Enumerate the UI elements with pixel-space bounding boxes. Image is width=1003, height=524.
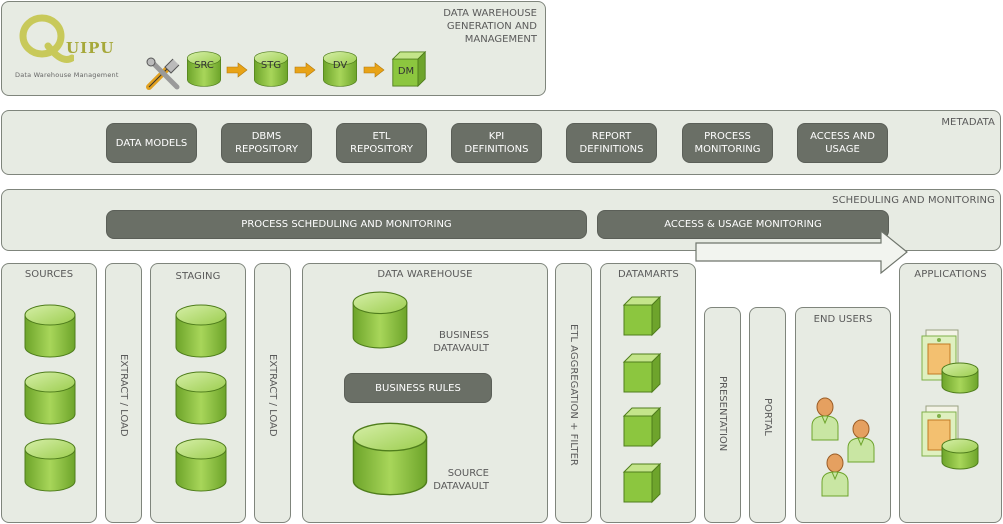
header-title-line3: MANAGEMENT — [464, 34, 537, 45]
datamart-cube-icon — [622, 462, 662, 504]
source-datavault-line2: DATAVAULT — [433, 481, 489, 492]
extract-load-label: EXTRACT / LOAD — [267, 354, 278, 437]
header-title-line1: DATA WAREHOUSE — [443, 8, 537, 19]
metadata-item-label: DEFINITIONS — [464, 144, 529, 155]
metadata-item-label: REPORT — [591, 131, 632, 142]
metadata-access-and-usage[interactable]: ACCESS AND USAGE — [797, 123, 888, 163]
flow-dm-label: DM — [397, 66, 415, 77]
flow-stg: STG — [253, 51, 289, 87]
datamart-cube-icon — [622, 295, 662, 337]
metadata-item-label: REPOSITORY — [235, 144, 298, 155]
flow-src-label: SRC — [194, 60, 214, 71]
applications-label: APPLICATIONS — [914, 269, 987, 280]
quipu-logo-icon — [19, 14, 74, 63]
metadata-process-monitoring[interactable]: PROCESS MONITORING — [682, 123, 773, 163]
business-datavault-label: BUSINESS DATAVAULT — [433, 329, 489, 355]
arrow-icon — [294, 62, 316, 78]
portal-panel: PORTAL — [749, 307, 786, 523]
arrow-icon — [363, 62, 385, 78]
metadata-dbms-repository[interactable]: DBMS REPOSITORY — [221, 123, 312, 163]
etl-aggregation-label: ETL AGGREGATION + FILTER — [568, 324, 579, 466]
metadata-item-label: DEFINITIONS — [579, 144, 644, 155]
business-datavault-line2: DATAVAULT — [433, 343, 489, 354]
sources-label: SOURCES — [24, 269, 74, 280]
business-datavault-database-icon — [352, 291, 408, 349]
metadata-item-label: USAGE — [825, 144, 860, 155]
source-datavault-database-icon — [352, 422, 428, 496]
staging-database-icon — [175, 371, 227, 425]
source-datavault-label: SOURCE DATAVAULT — [433, 467, 489, 493]
staging-database-icon — [175, 304, 227, 358]
metadata-label: METADATA — [941, 117, 995, 128]
etl-aggregation-panel: ETL AGGREGATION + FILTER — [555, 263, 592, 523]
metadata-item-label: DBMS — [251, 131, 282, 142]
application-icon — [920, 328, 980, 394]
header-title-line2: GENERATION AND — [446, 21, 537, 32]
portal-label: PORTAL — [762, 398, 773, 436]
flow-src: SRC — [186, 51, 222, 87]
metadata-data-models[interactable]: DATA MODELS — [106, 123, 197, 163]
logo-subtitle: Data Warehouse Management — [15, 71, 119, 79]
flow-dv-label: DV — [332, 60, 348, 71]
data-warehouse-label: DATA WAREHOUSE — [377, 269, 473, 280]
flow-stg-label: STG — [260, 60, 282, 71]
staging-label: STAGING — [175, 271, 221, 282]
tools-icon — [146, 57, 180, 90]
metadata-item-label: PROCESS — [704, 131, 751, 142]
metadata-item-label: MONITORING — [694, 144, 761, 155]
end-users-label: END USERS — [813, 314, 873, 325]
source-database-icon — [24, 371, 76, 425]
source-database-icon — [24, 304, 76, 358]
process-scheduling-box[interactable]: PROCESS SCHEDULING AND MONITORING — [106, 210, 587, 239]
end-user-icon — [820, 452, 850, 498]
metadata-item-label: REPOSITORY — [350, 144, 413, 155]
arrow-icon — [226, 62, 248, 78]
applications-panel: APPLICATIONS — [899, 263, 1002, 523]
staging-database-icon — [175, 438, 227, 492]
header-title: DATA WAREHOUSE GENERATION AND MANAGEMENT — [443, 7, 537, 46]
metadata-item-label: KPI — [488, 131, 505, 142]
source-database-icon — [24, 438, 76, 492]
metadata-item-label: DATA MODELS — [115, 137, 188, 149]
presentation-panel: PRESENTATION — [704, 307, 741, 523]
header-panel: UIPU Data Warehouse Management SRC STG D… — [1, 1, 546, 96]
metadata-kpi-definitions[interactable]: KPI DEFINITIONS — [451, 123, 542, 163]
metadata-report-definitions[interactable]: REPORT DEFINITIONS — [566, 123, 657, 163]
metadata-item-label: ACCESS AND — [810, 131, 875, 142]
business-rules-box[interactable]: BUSINESS RULES — [344, 373, 492, 403]
datamart-cube-icon — [622, 406, 662, 448]
metadata-item-label: ETL — [372, 131, 391, 142]
presentation-label: PRESENTATION — [717, 376, 728, 452]
flow-dm: DM — [391, 50, 427, 88]
datamarts-to-applications-arrow-icon — [695, 229, 908, 275]
access-usage-monitoring-box[interactable]: ACCESS & USAGE MONITORING — [597, 210, 889, 239]
end-user-icon — [810, 396, 840, 442]
extract-load-panel-2: EXTRACT / LOAD — [254, 263, 291, 523]
source-datavault-line1: SOURCE — [447, 468, 489, 479]
flow-dv: DV — [322, 51, 358, 87]
application-icon — [920, 404, 980, 470]
business-datavault-line1: BUSINESS — [439, 330, 489, 341]
metadata-etl-repository[interactable]: ETL REPOSITORY — [336, 123, 427, 163]
datamarts-label: DATAMARTS — [618, 269, 679, 280]
logo-text: UIPU — [66, 39, 115, 57]
end-user-icon — [846, 418, 876, 464]
extract-load-label: EXTRACT / LOAD — [118, 354, 129, 437]
datamart-cube-icon — [622, 352, 662, 394]
extract-load-panel-1: EXTRACT / LOAD — [105, 263, 142, 523]
scheduling-label: SCHEDULING AND MONITORING — [832, 195, 995, 206]
